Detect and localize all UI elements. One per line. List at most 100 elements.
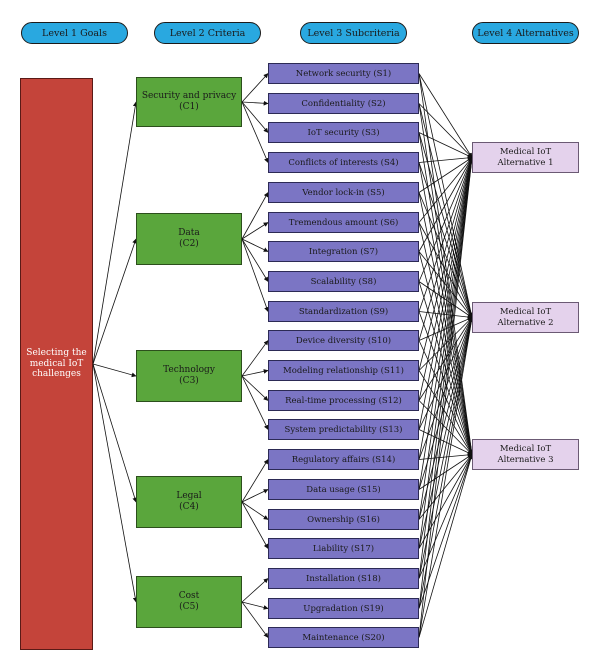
subcriterion-label: Integration (S7): [308, 246, 379, 257]
subcriterion-to-alternative-arrow: [418, 452, 473, 460]
subcriterion-box-s2: Confidentiality (S2): [268, 93, 419, 114]
level-2-header: Level 2 Criteria: [154, 22, 261, 44]
subcriterion-label: Ownership (S16): [307, 514, 380, 525]
level-3-header: Level 3 Subcriteria: [300, 22, 407, 44]
criterion-to-subcriterion-arrow: [241, 375, 269, 430]
subcriterion-to-alternative-arrow: [418, 157, 474, 460]
subcriterion-to-alternative-arrow: [418, 281, 473, 318]
subcriterion-to-alternative-arrow: [418, 311, 473, 320]
subcriterion-box-s19: Upgradation (S19): [268, 598, 419, 619]
subcriterion-box-s13: System predictability (S13): [268, 419, 419, 440]
subcriterion-label: Tremendous amount (S6): [288, 217, 399, 228]
goal-to-criterion-arrow: [92, 363, 137, 378]
goal-to-criterion-arrow: [92, 101, 138, 365]
subcriterion-box-s12: Real-time processing (S12): [268, 390, 419, 411]
criterion-to-subcriterion-arrow: [241, 601, 269, 610]
subcriterion-to-alternative-arrow: [418, 157, 473, 252]
criterion-name: Security and privacy: [141, 90, 237, 101]
subcriterion-box-s11: Modeling relationship (S11): [268, 360, 419, 381]
subcriterion-to-alternative-arrow: [418, 132, 474, 318]
subcriterion-label: Standardization (S9): [298, 306, 389, 317]
level-2-header-label: Level 2 Criteria: [169, 27, 246, 39]
criterion-to-subcriterion-arrow: [241, 238, 269, 312]
criterion-to-subcriterion-arrow: [241, 375, 269, 401]
level-4-header-label: Level 4 Alternatives: [477, 27, 574, 39]
subcriterion-box-s8: Scalability (S8): [268, 271, 419, 292]
criterion-to-subcriterion-arrow: [241, 578, 269, 603]
goal-box: Selecting the medical IoT challenges: [20, 78, 93, 650]
criterion-code: (C1): [179, 102, 199, 112]
subcriterion-to-alternative-arrow: [418, 157, 474, 609]
subcriterion-label: Real-time processing (S12): [285, 395, 402, 406]
subcriterion-box-s5: Vendor lock-in (S5): [268, 182, 419, 203]
criterion-box-c1: Security and privacy(C1): [136, 77, 242, 127]
criterion-to-subcriterion-arrow: [241, 369, 269, 377]
subcriterion-to-alternative-arrow: [418, 317, 473, 401]
criterion-to-subcriterion-arrow: [241, 101, 269, 163]
subcriterion-label: Network security (S1): [295, 68, 392, 79]
subcriterion-label: Upgradation (S19): [303, 603, 384, 614]
alternative-line2: Alternative 3: [497, 454, 554, 465]
level-1-header-label: Level 1 Goals: [42, 27, 107, 39]
subcriterion-box-s3: IoT security (S3): [268, 122, 419, 143]
subcriterion-to-alternative-arrow: [418, 157, 474, 371]
subcriterion-box-s1: Network security (S1): [268, 63, 419, 84]
subcriterion-label: Modeling relationship (S11): [283, 365, 404, 376]
criterion-code: (C3): [179, 376, 199, 386]
subcriterion-label: Device diversity (S10): [295, 335, 392, 346]
subcriterion-to-alternative-arrow: [418, 73, 474, 318]
criterion-code: (C5): [179, 602, 199, 612]
criterion-name: Technology: [163, 364, 215, 375]
goal-to-criterion-arrow: [92, 363, 138, 603]
criterion-to-subcriterion-arrow: [241, 192, 269, 240]
subcriterion-label: Conflicts of interests (S4): [288, 157, 399, 168]
subcriterion-label: IoT security (S3): [307, 127, 380, 138]
subcriterion-to-alternative-arrow: [418, 157, 473, 282]
criterion-box-c3: Technology(C3): [136, 350, 242, 402]
criterion-to-subcriterion-arrow: [241, 101, 269, 133]
subcriterion-box-s16: Ownership (S16): [268, 509, 419, 530]
subcriterion-to-alternative-arrow: [418, 317, 473, 341]
criterion-box-c4: Legal(C4): [136, 476, 242, 528]
subcriterion-to-alternative-arrow: [418, 132, 473, 158]
goal-label: Selecting the medical IoT challenges: [26, 347, 87, 380]
subcriterion-to-alternative-arrow: [418, 162, 473, 318]
alternative-line1: Medical IoT: [499, 306, 552, 317]
subcriterion-label: Installation (S18): [306, 573, 381, 584]
subcriterion-box-s6: Tremendous amount (S6): [268, 212, 419, 233]
subcriterion-to-alternative-arrow: [418, 157, 474, 579]
subcriterion-to-alternative-arrow: [418, 157, 473, 223]
subcriterion-to-alternative-arrow: [418, 103, 473, 158]
criterion-code: (C4): [179, 502, 199, 512]
criterion-to-subcriterion-arrow: [241, 238, 269, 282]
criterion-name: Data: [178, 227, 200, 238]
subcriterion-box-s14: Regulatory affairs (S14): [268, 449, 419, 470]
criterion-to-subcriterion-arrow: [241, 238, 269, 252]
subcriterion-to-alternative-arrow: [418, 454, 474, 638]
alternative-line2: Alternative 2: [497, 317, 554, 328]
criterion-to-subcriterion-arrow: [241, 501, 269, 520]
criterion-to-subcriterion-arrow: [241, 489, 269, 503]
subcriterion-label: Confidentiality (S2): [301, 98, 386, 109]
subcriterion-to-alternative-arrow: [418, 157, 474, 401]
subcriterion-box-s4: Conflicts of interests (S4): [268, 152, 419, 173]
subcriterion-to-alternative-arrow: [418, 157, 474, 549]
subcriterion-to-alternative-arrow: [418, 157, 474, 490]
criterion-to-subcriterion-arrow: [241, 100, 269, 106]
level-1-header: Level 1 Goals: [21, 22, 128, 44]
subcriterion-to-alternative-arrow: [418, 454, 473, 490]
subcriterion-label: Data usage (S15): [306, 484, 381, 495]
goal-to-criterion-arrow: [92, 363, 138, 503]
criterion-to-subcriterion-arrow: [241, 340, 269, 377]
criterion-box-c5: Cost(C5): [136, 576, 242, 628]
subcriterion-to-alternative-arrow: [418, 317, 474, 638]
subcriterion-to-alternative-arrow: [418, 73, 473, 158]
alternative-line1: Medical IoT: [499, 146, 552, 157]
subcriterion-box-s7: Integration (S7): [268, 241, 419, 262]
subcriterion-to-alternative-arrow: [418, 155, 473, 163]
